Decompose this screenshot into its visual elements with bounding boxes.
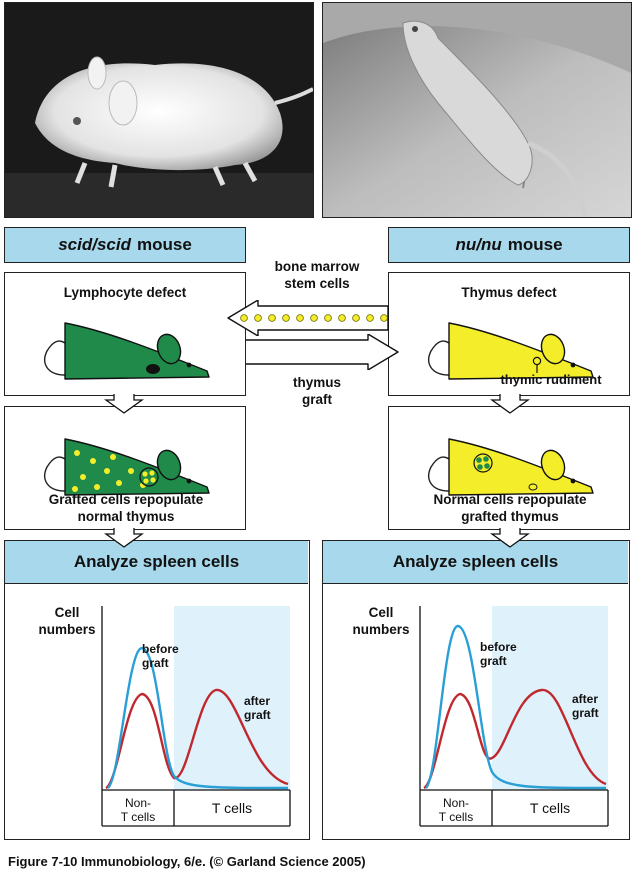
nude-after-line1: after [572, 692, 599, 706]
nude-after-graft-line [423, 688, 607, 790]
scid-repopulate-line1: Grafted cells repopulate [48, 492, 204, 507]
figure-caption: Figure 7-10 Immunobiology, 6/e. (© Garla… [8, 854, 366, 869]
nude-mouse-word: mouse [507, 235, 563, 254]
nude-mouse-icon [428, 322, 594, 380]
scid-grafted-mouse-icon [44, 438, 210, 496]
nude-before-line2: graft [480, 654, 507, 668]
scid-after-label: after graft [244, 694, 271, 722]
scid-analyze-title: Analyze spleen cells [73, 552, 240, 571]
scid-defect-panel: Lymphocyte defect [4, 272, 246, 396]
bone-marrow-line2: stem cells [284, 276, 350, 291]
nude-mouse-header: nu/nu mouse [388, 227, 630, 263]
scid-after-line2: graft [244, 708, 271, 722]
nude-down-arrow-1 [490, 394, 530, 414]
stem-cell-arrow [227, 300, 389, 336]
nude-repopulate-text: Normal cells repopulate grafted thymus [389, 491, 631, 525]
thymus-graft-label: thymus graft [246, 374, 388, 408]
bone-marrow-line1: bone marrow [274, 259, 360, 274]
nude-before-line1: before [480, 640, 517, 654]
scid-tcell-region [174, 606, 290, 790]
scid-down-arrow-1 [104, 394, 144, 414]
nude-ylabel-line2: numbers [352, 622, 410, 637]
nude-down-arrow-2 [490, 528, 530, 548]
thymic-rudiment-label: thymic rudiment [500, 372, 602, 387]
nude-repopulate-panel: Normal cells repopulate grafted thymus [388, 406, 630, 530]
scid-nonT-line2: T cells [120, 810, 156, 824]
scid-mouse-word: mouse [136, 235, 192, 254]
scid-nonT-label: Non- T cells [102, 796, 174, 824]
scid-ylabel: Cell numbers [32, 604, 102, 638]
nude-repopulate-line1: Normal cells repopulate [433, 492, 587, 507]
nude-mouse-photo [322, 2, 632, 218]
scid-before-label: before graft [142, 642, 179, 670]
scid-ylabel-line1: Cell [54, 605, 80, 620]
scid-mouse-icon [44, 322, 210, 380]
scid-repopulate-panel: Grafted cells repopulate normal thymus [4, 406, 246, 530]
nude-ylabel-line1: Cell [368, 605, 394, 620]
nude-tcells-label: T cells [529, 800, 571, 816]
nude-defect-panel: Thymus defect thymic rudiment [388, 272, 630, 396]
bone-marrow-label: bone marrow stem cells [246, 258, 388, 292]
nude-nonT-line2: T cells [438, 810, 474, 824]
scid-before-line2: graft [142, 656, 169, 670]
nude-tcell-region [492, 606, 608, 790]
nude-spleen-chart [419, 606, 609, 827]
scid-repopulate-text: Grafted cells repopulate normal thymus [5, 491, 247, 525]
nude-nonT-line1: Non- [442, 796, 469, 810]
scid-mouse-header: scid/scid mouse [4, 227, 246, 263]
nude-after-line2: graft [572, 706, 599, 720]
scid-nonT-line1: Non- [124, 796, 151, 810]
scid-before-graft-line [107, 646, 289, 790]
nude-defect-title: Thymus defect [461, 285, 557, 300]
nude-analyze-title: Analyze spleen cells [392, 552, 559, 571]
nude-after-label: after graft [572, 692, 599, 720]
thymus-graft-line2: graft [302, 392, 332, 407]
scid-tcells-label: T cells [211, 800, 253, 816]
scid-down-arrow-2 [104, 528, 144, 548]
nude-repopulate-line2: grafted thymus [461, 509, 559, 524]
nude-grafted-mouse-icon [428, 438, 594, 496]
scid-mouse-photo [4, 2, 314, 218]
nude-before-graft-line [424, 624, 607, 790]
nude-before-label: before graft [480, 640, 517, 668]
scid-defect-title: Lymphocyte defect [63, 285, 187, 300]
thymus-graft-arrow [246, 334, 399, 370]
scid-repopulate-line2: normal thymus [77, 509, 175, 524]
scid-analyze-header: Analyze spleen cells [5, 541, 308, 584]
nude-nonT-label: Non- T cells [420, 796, 492, 824]
thymus-graft-line1: thymus [292, 375, 341, 390]
nude-analyze-header: Analyze spleen cells [323, 541, 628, 584]
scid-genotype-label: scid/scid [58, 235, 131, 254]
nude-ylabel: Cell numbers [346, 604, 416, 638]
scid-ylabel-line2: numbers [38, 622, 96, 637]
nude-genotype-label: nu/nu [455, 235, 502, 254]
scid-spleen-chart [101, 606, 291, 827]
scid-after-line1: after [244, 694, 271, 708]
scid-before-line1: before [142, 642, 179, 656]
